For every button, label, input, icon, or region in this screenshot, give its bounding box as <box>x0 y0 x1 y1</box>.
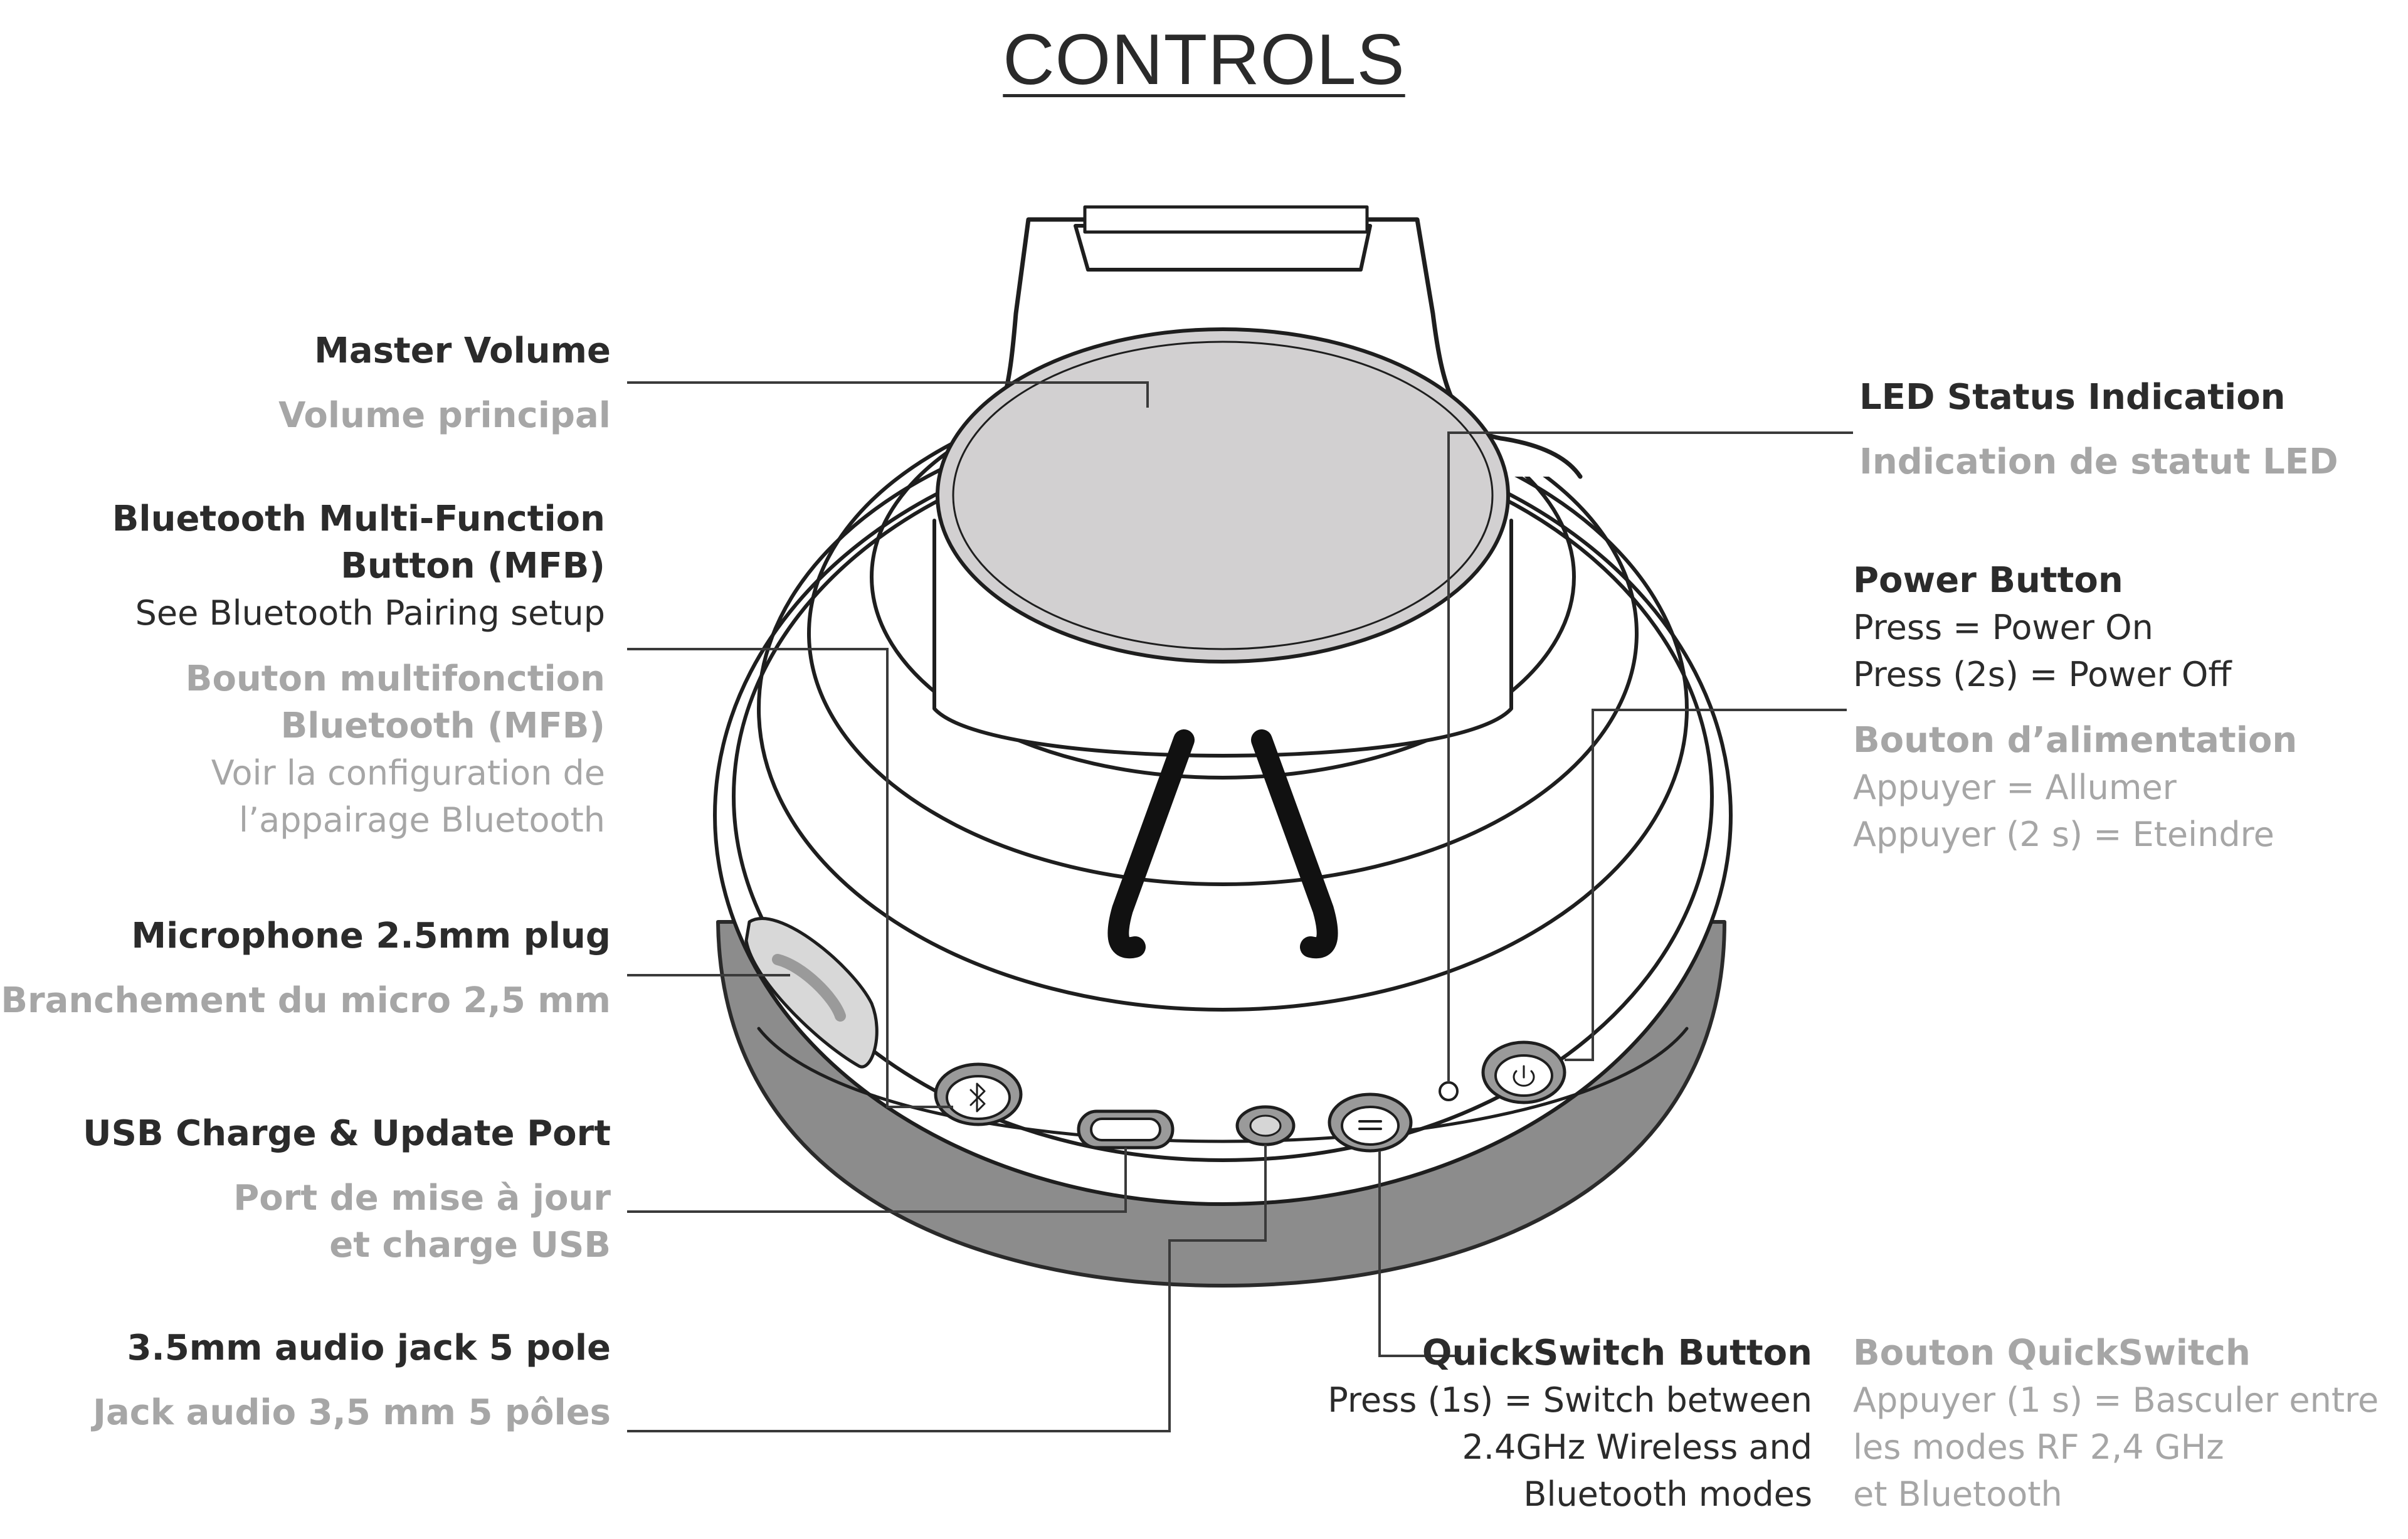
label-mic: Microphone 2.5mm plug Branchement du mic… <box>1 912 611 1024</box>
label-led: LED Status Indication Indication de stat… <box>1859 374 2338 485</box>
leader-usb <box>627 1148 1127 1213</box>
master-volume-fr: Volume principal <box>278 395 611 436</box>
power-fr-3: Appuyer (2 s) = Eteindre <box>1853 815 2274 854</box>
usb-fr-2: et charge USB <box>329 1225 611 1266</box>
quickswitch-en-4: Bluetooth modes <box>1523 1474 1812 1514</box>
mic-en: Microphone 2.5mm plug <box>131 916 611 956</box>
usb-en: USB Charge & Update Port <box>83 1113 611 1154</box>
mfb-fr-1: Bouton multifonction <box>185 658 605 699</box>
mfb-en-3: See Bluetooth Pairing setup <box>135 593 605 633</box>
label-usb: USB Charge & Update Port Port de mise à … <box>83 1110 611 1269</box>
quickswitch-fr-3: les modes RF 2,4 GHz <box>1853 1427 2224 1467</box>
label-power: Power Button Press = Power On Press (2s)… <box>1853 557 2297 858</box>
mfb-fr-2: Bluetooth (MFB) <box>280 706 605 746</box>
power-icon <box>1513 1065 1535 1087</box>
label-mfb: Bluetooth Multi-Function Button (MFB) Se… <box>112 495 605 844</box>
mfb-en-1: Bluetooth Multi-Function <box>112 499 605 539</box>
power-fr-1: Bouton d’alimentation <box>1853 720 2298 761</box>
label-master-volume: Master Volume Volume principal <box>278 327 611 439</box>
quickswitch-fr-2: Appuyer (1 s) = Basculer entre <box>1853 1380 2379 1420</box>
page-title: CONTROLS <box>1003 20 1405 100</box>
mfb-fr-3: Voir la configuration de <box>211 753 605 793</box>
label-quickswitch-fr: Bouton QuickSwitch Appuyer (1 s) = Bascu… <box>1853 1330 2379 1518</box>
quickswitch-en-3: 2.4GHz Wireless and <box>1462 1427 1812 1467</box>
power-fr-2: Appuyer = Allumer <box>1853 768 2177 807</box>
quickswitch-en-2: Press (1s) = Switch between <box>1328 1380 1812 1420</box>
power-en-1: Power Button <box>1853 560 2123 601</box>
label-jack: 3.5mm audio jack 5 pole Jack audio 3,5 m… <box>93 1325 611 1436</box>
leader-mfb <box>627 648 953 1108</box>
usb-fr-1: Port de mise à jour <box>233 1178 611 1219</box>
led-indicator <box>1439 1081 1459 1101</box>
label-quickswitch-en: QuickSwitch Button Press (1s) = Switch b… <box>1328 1330 1812 1518</box>
earcup-control-rim <box>757 1027 1689 1143</box>
master-volume-en: Master Volume <box>314 331 611 371</box>
leader-jack <box>627 1145 1267 1432</box>
led-fr: Indication de statut LED <box>1859 442 2338 482</box>
mfb-en-2: Button (MFB) <box>341 546 605 586</box>
quickswitch-fr-4: et Bluetooth <box>1853 1474 2062 1514</box>
brand-logo-mark <box>1107 729 1338 959</box>
power-en-2: Press = Power On <box>1853 608 2153 647</box>
power-en-3: Press (2s) = Power Off <box>1853 655 2232 694</box>
bluetooth-icon <box>969 1082 986 1113</box>
leader-power <box>1565 709 1847 1061</box>
mic-fr: Branchement du micro 2,5 mm <box>1 980 611 1021</box>
jack-en: 3.5mm audio jack 5 pole <box>127 1328 611 1368</box>
volume-cap <box>936 327 1510 664</box>
jack-fr: Jack audio 3,5 mm 5 pôles <box>93 1392 611 1433</box>
leader-quickswitch <box>1378 1151 1458 1357</box>
leader-led <box>1447 431 1853 1082</box>
led-en: LED Status Indication <box>1859 377 2286 418</box>
mfb-fr-4: l’appairage Bluetooth <box>238 800 605 840</box>
quickswitch-fr-1: Bouton QuickSwitch <box>1853 1333 2251 1373</box>
leader-master-volume <box>627 381 1149 408</box>
quickswitch-icon <box>1358 1120 1382 1130</box>
quickswitch-en-1: QuickSwitch Button <box>1422 1333 1812 1373</box>
